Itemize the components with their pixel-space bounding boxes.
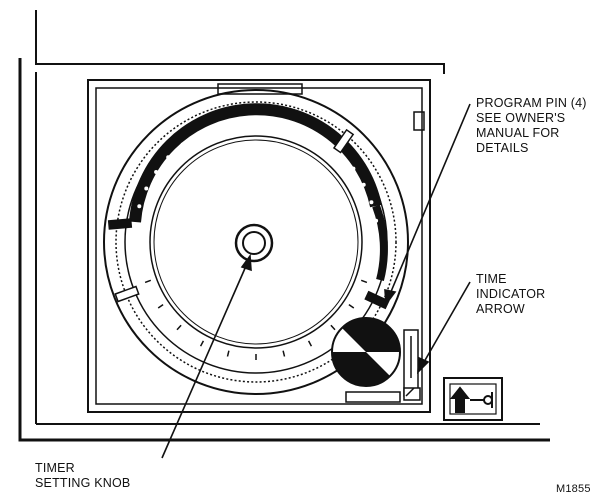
band-dot	[289, 123, 294, 128]
timer-knob-label-line: SETTING KNOB	[35, 476, 131, 490]
band-dot	[369, 200, 374, 205]
scale-tick	[330, 324, 336, 331]
program-pin-label-line: PROGRAM PIN (4)	[476, 96, 587, 110]
scale-ticks	[144, 279, 368, 360]
program-pin-label-line: SEE OWNER'S	[476, 111, 566, 125]
figure-code: M1855	[556, 483, 591, 495]
dial-outer-ring	[103, 89, 409, 395]
leader-pin-arrowhead	[384, 289, 397, 307]
program-pin-label-line: MANUAL FOR	[476, 126, 560, 140]
housing-side-tab	[413, 111, 425, 131]
band-dot	[351, 166, 356, 171]
band-dot	[251, 118, 256, 122]
time-indicator-label-line: INDICATOR	[476, 287, 546, 301]
timer-knob-label-line: TIMER	[35, 461, 75, 475]
band-dot	[374, 218, 379, 223]
scale-tick	[226, 350, 230, 357]
scale-tick	[282, 350, 286, 357]
scale-tick	[199, 340, 205, 347]
time-indicator-label-line: TIME	[476, 272, 507, 286]
band-dot	[137, 204, 142, 209]
band-dot	[144, 186, 149, 191]
scale-tick	[348, 303, 355, 309]
housing-bottom-tab	[345, 391, 401, 403]
program-pins	[107, 128, 390, 310]
band-dot	[196, 132, 201, 137]
time-indicator-arrow	[403, 329, 421, 401]
scale-tick	[307, 340, 313, 347]
band-dot	[232, 119, 237, 124]
leader-arrow	[423, 281, 471, 363]
leader-knob	[161, 265, 247, 459]
band-dot	[154, 170, 159, 174]
program-band-lower	[372, 204, 388, 282]
program-pin	[114, 285, 140, 303]
case-left-edge	[18, 58, 550, 442]
program-pin	[107, 218, 133, 230]
timer-housing	[87, 79, 431, 413]
dial-gear-ring	[115, 101, 397, 383]
timer-knob-center	[242, 231, 266, 255]
scale-tick	[157, 303, 164, 309]
band-dot	[361, 182, 366, 187]
timer-knob-label: TIMER SETTING KNOB	[35, 461, 130, 491]
band-dot	[133, 223, 138, 227]
program-pin	[332, 128, 355, 154]
dial-inner-ring	[149, 135, 363, 349]
band-dot	[166, 155, 171, 160]
program-band	[129, 103, 382, 223]
program-pin-label: PROGRAM PIN (4) SEE OWNER'S MANUAL FOR D…	[476, 96, 587, 156]
leader-pin	[389, 103, 471, 295]
leader-arrow-arrowhead	[417, 356, 430, 375]
program-pin-label-line: DETAILS	[476, 141, 529, 155]
band-dots	[133, 118, 379, 227]
band-dot	[324, 140, 328, 145]
timer-knob[interactable]	[234, 223, 274, 263]
time-indicator-label-line: ARROW	[476, 302, 525, 316]
band-dot	[214, 124, 219, 129]
housing-top-tab	[217, 83, 303, 95]
leader-knob-arrowhead	[240, 253, 252, 272]
time-indicator-label: TIME INDICATOR ARROW	[476, 272, 545, 317]
band-dot	[307, 130, 312, 135]
indicator-wheel	[331, 317, 401, 387]
scale-tick	[144, 279, 152, 284]
program-pin	[364, 290, 390, 310]
dial-center-face	[153, 139, 359, 345]
band-dot	[271, 119, 275, 124]
indicator-badge	[443, 377, 503, 421]
band-dot	[180, 142, 185, 147]
scale-tick	[360, 279, 368, 284]
case-outline	[35, 10, 445, 74]
band-dot	[338, 152, 343, 157]
timer-housing-inner	[95, 87, 423, 405]
scale-tick	[176, 324, 182, 331]
